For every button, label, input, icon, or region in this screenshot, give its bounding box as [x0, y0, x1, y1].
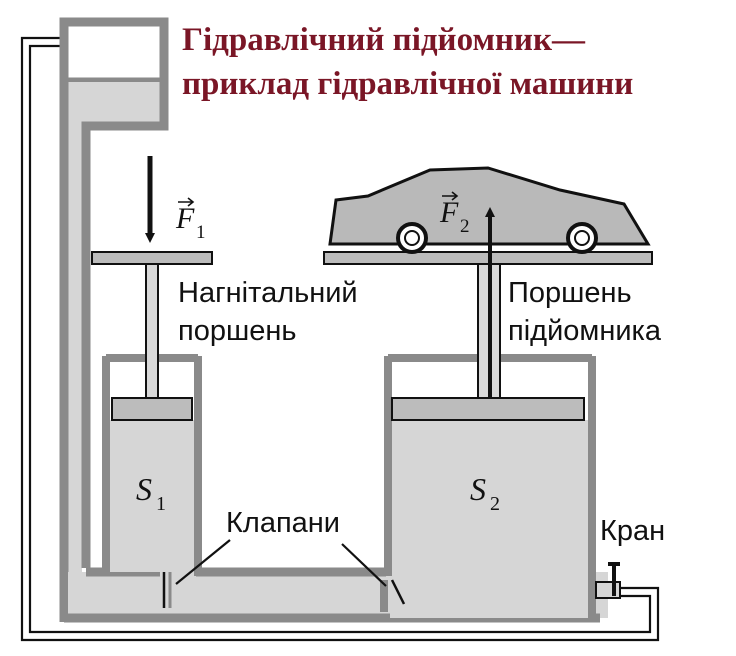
reservoir [59, 17, 169, 622]
force2-label: F 2 [439, 191, 470, 237]
area1-label: S 1 [136, 471, 166, 515]
valve-leader-left [175, 539, 231, 585]
valves-label: Клапани [226, 507, 340, 539]
force1-label: F 1 [175, 197, 206, 243]
lift-piston-label-line1: Поршень [508, 277, 632, 309]
svg-text:1: 1 [196, 222, 206, 243]
pump-piston [91, 251, 213, 421]
title-line-1: Гідравлічний підйомник— [182, 22, 586, 58]
svg-text:1: 1 [156, 493, 166, 515]
title-line-2: приклад гідравлічної машини [182, 66, 633, 102]
svg-text:S: S [136, 471, 152, 507]
lift-piston-label-line2: підйомника [508, 315, 662, 347]
valve-left [160, 568, 172, 608]
pump-piston-label-line1: Нагнітальний [178, 277, 358, 309]
valve-leader-right [341, 543, 387, 587]
tap [595, 562, 621, 599]
pump-piston-label-line2: поршень [178, 315, 296, 347]
svg-text:F: F [439, 196, 459, 229]
svg-text:F: F [175, 202, 195, 235]
svg-text:S: S [470, 471, 486, 507]
svg-text:2: 2 [460, 216, 470, 237]
tap-label: Кран [600, 515, 665, 547]
area2-label: S 2 [470, 471, 500, 515]
car [328, 166, 651, 254]
svg-text:2: 2 [490, 493, 500, 515]
